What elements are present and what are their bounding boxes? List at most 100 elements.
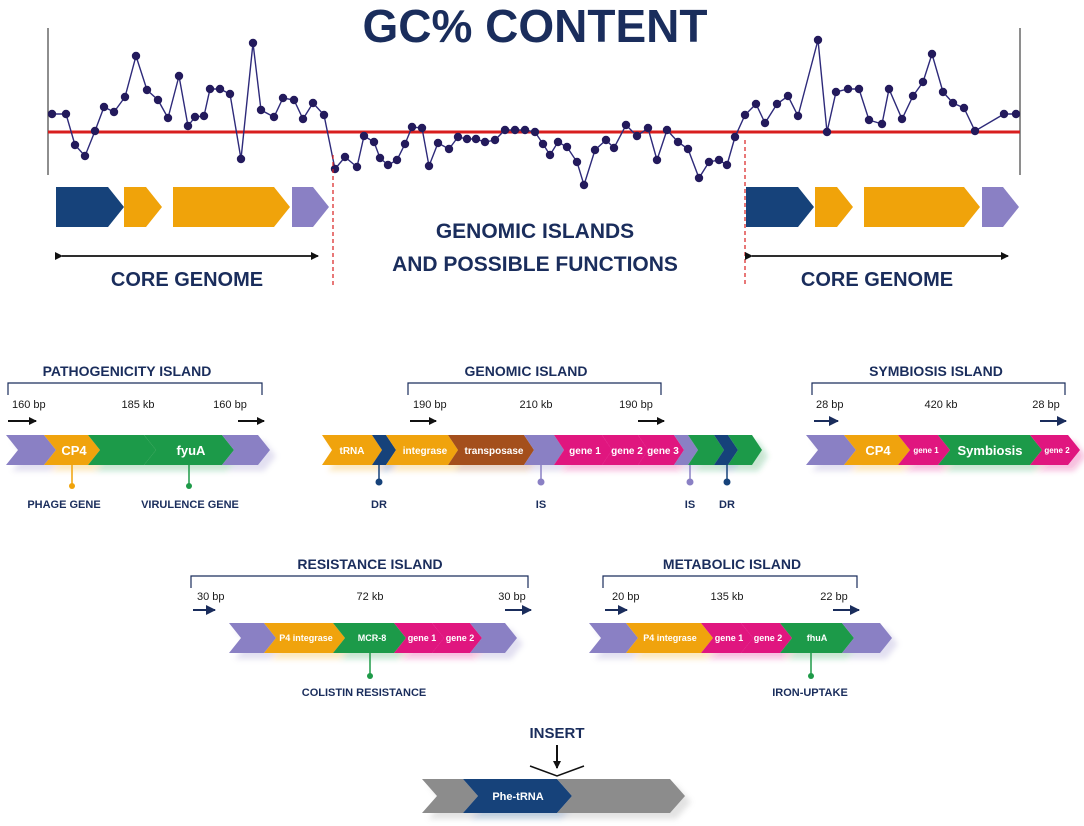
symbiosis-island: SYMBIOSIS ISLAND 28 bp 420 kb 28 bp CP4 … xyxy=(806,363,1080,465)
gene-label: gene 1 xyxy=(408,633,437,643)
gene-label: Phe-tRNA xyxy=(492,791,543,803)
gc-point xyxy=(854,84,864,94)
island-span-bracket xyxy=(602,575,858,588)
gene-cp4 xyxy=(844,435,910,465)
gc-point xyxy=(289,95,299,105)
gc-point xyxy=(400,139,410,149)
page-title: GC% CONTENT xyxy=(363,0,708,52)
gene-fyua xyxy=(144,435,234,465)
annotation-pin-head xyxy=(686,478,694,486)
gc-point xyxy=(601,135,611,145)
gc-point xyxy=(831,87,841,97)
gc-point xyxy=(843,84,853,94)
pathogenicity-island: PATHOGENICITY ISLAND 160 bp 185 kb 160 b… xyxy=(6,363,270,511)
gc-point xyxy=(772,99,782,109)
flank-right-label: 22 bp xyxy=(820,591,848,603)
gc-point xyxy=(783,91,793,101)
annotation-pin-head xyxy=(186,483,192,489)
insert-site: INSERT Phe-tRNA xyxy=(422,725,685,813)
gc-point xyxy=(722,160,732,170)
gene-mcr-8 xyxy=(333,623,406,653)
gene-insertion-sequence xyxy=(674,435,698,465)
gene-label: gene 2 xyxy=(446,633,475,643)
flank-right-label: 30 bp xyxy=(498,591,526,603)
gc-point xyxy=(884,84,894,94)
gene-direct-repeat xyxy=(229,623,276,653)
gc-point xyxy=(704,157,714,167)
gc-point xyxy=(609,143,619,153)
gc-point xyxy=(877,119,887,129)
gc-point xyxy=(572,157,582,167)
island-title: PATHOGENICITY ISLAND xyxy=(43,363,212,379)
gene-2 xyxy=(741,623,792,653)
gene-label: gene 1 xyxy=(569,446,601,457)
gene-label: gene 3 xyxy=(647,446,679,457)
annotation-pin-head xyxy=(537,478,545,486)
gene-p4-integrase xyxy=(264,623,345,653)
core-genome-label: CORE GENOME xyxy=(801,269,953,291)
gene-1 xyxy=(554,435,612,465)
gene-direct-repeat xyxy=(372,435,396,465)
gc-point xyxy=(392,155,402,165)
resistance-island: RESISTANCE ISLAND 30 bp 72 kb 30 bp P4 i… xyxy=(190,556,532,699)
gc-point xyxy=(740,110,750,120)
metabolic-island: METABOLIC ISLAND 20 bp 135 kb 22 bp P4 i… xyxy=(589,556,892,699)
gene-phe-trna xyxy=(463,779,572,813)
gc-point xyxy=(278,93,288,103)
gc-point xyxy=(174,71,184,81)
island-title: RESISTANCE ISLAND xyxy=(297,556,442,572)
gc-point xyxy=(938,87,948,97)
gc-point xyxy=(730,132,740,142)
annotation-label: IRON-UPTAKE xyxy=(772,687,848,699)
annotation-label: PHAGE GENE xyxy=(27,499,100,511)
gene-label: Symbiosis xyxy=(957,443,1022,458)
gc-point xyxy=(813,35,823,45)
gene-direct-repeat xyxy=(842,623,892,653)
gc-point xyxy=(383,160,393,170)
gc-point xyxy=(662,125,672,135)
gene-transposase xyxy=(448,435,534,465)
island-span-bracket xyxy=(7,382,263,395)
gene-symbiosis xyxy=(938,435,1042,465)
gc-point xyxy=(970,126,980,136)
gc-point xyxy=(424,161,434,171)
flank-right-label: 190 bp xyxy=(619,399,653,411)
core-gene-orange-small xyxy=(124,187,162,227)
core-gene-orange-large xyxy=(864,187,980,227)
gene-trna xyxy=(322,435,382,465)
island-span-bracket xyxy=(190,575,529,588)
gc-point xyxy=(199,111,209,121)
annotation-label: DR xyxy=(719,499,735,511)
gene-direct-repeat xyxy=(470,623,517,653)
gc-plot xyxy=(47,28,1021,190)
genomic-islands-heading-line1: GENOMIC ISLANDS xyxy=(436,220,634,243)
flank-right-label: 160 bp xyxy=(213,399,247,411)
gene-2 xyxy=(602,435,648,465)
gene-integrase xyxy=(386,435,458,465)
gc-point xyxy=(131,51,141,61)
gc-point xyxy=(562,142,572,152)
gc-point xyxy=(236,154,246,164)
gene-cp4 xyxy=(44,435,100,465)
gc-point xyxy=(751,99,761,109)
flank-left-label: 30 bp xyxy=(197,591,225,603)
gc-point xyxy=(352,162,362,172)
gc-point xyxy=(545,150,555,160)
gc-point xyxy=(47,109,57,119)
gc-point xyxy=(70,140,80,150)
gc-point xyxy=(520,125,530,135)
gc-point xyxy=(632,131,642,141)
core-gene-purple xyxy=(982,187,1019,227)
gc-point xyxy=(793,111,803,121)
gc-line-left xyxy=(52,42,336,170)
gc-point xyxy=(864,115,874,125)
gene-3 xyxy=(638,435,684,465)
island-title: METABOLIC ISLAND xyxy=(663,556,801,572)
insert-label: INSERT xyxy=(529,725,584,742)
gc-point xyxy=(453,132,463,142)
gc-line-right xyxy=(734,39,1016,138)
gene-direct-repeat xyxy=(714,435,738,465)
gc-point xyxy=(142,85,152,95)
core-genome-right: CORE GENOME xyxy=(745,187,1019,291)
